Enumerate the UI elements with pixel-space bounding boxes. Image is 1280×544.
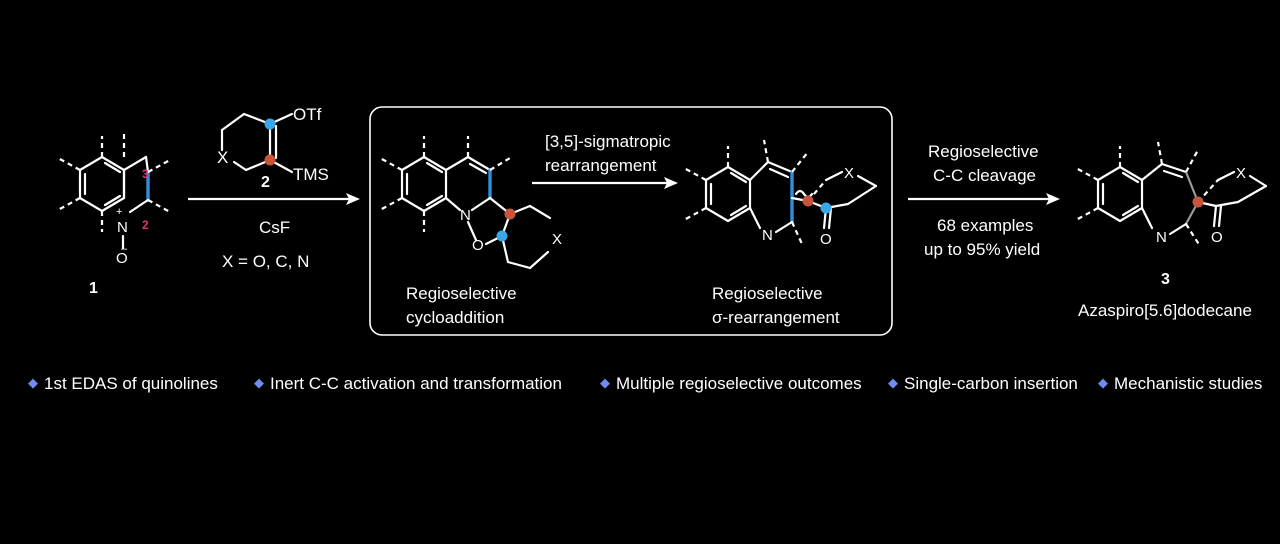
compound-1-oxygen: O <box>116 250 128 267</box>
compound-1-structure: N + O – 3 2 <box>57 134 171 267</box>
compound-1-label: 1 <box>89 280 98 297</box>
step2-label-line1: Regioselective <box>712 284 823 303</box>
highlight-item: ◆Single-carbon insertion <box>888 374 1078 393</box>
intermediate-orange-dot <box>802 195 814 207</box>
intermediate-box <box>369 106 893 336</box>
arrow3-line2: C-C cleavage <box>933 166 1036 185</box>
cycloadduct-structure <box>379 136 552 270</box>
reagent-otf: OTf <box>293 105 322 124</box>
product-x: X <box>1236 165 1246 182</box>
reagent-2-label: 2 <box>261 174 270 191</box>
compound-1-charge: + <box>116 206 122 218</box>
cycloadduct-o: O <box>472 237 484 254</box>
arrow2-line2: rearrangement <box>545 156 657 175</box>
diamond-bullet-icon: ◆ <box>888 375 898 390</box>
cycloadduct-x: X <box>552 231 562 248</box>
rearranged-intermediate-structure <box>683 139 878 245</box>
cycloadduct-n: N <box>460 207 471 224</box>
intermediate-blue-dot <box>820 202 832 214</box>
arrow2-line1: [3,5]-sigmatropic <box>545 132 671 151</box>
diamond-bullet-icon: ◆ <box>28 375 38 390</box>
product-3-label: 3 <box>1161 271 1170 288</box>
reagent-x: X <box>217 148 228 167</box>
compound-1-oxygen-charge: – <box>121 243 128 255</box>
arrow3-line4: up to 95% yield <box>924 240 1040 259</box>
cycloadduct-orange-dot <box>504 208 516 220</box>
compound-1-nitrogen: N <box>117 219 128 236</box>
arrow-3-head <box>1046 193 1060 205</box>
position-3-label: 3 <box>142 167 149 181</box>
reagent-orange-dot <box>264 154 276 166</box>
product-3-structure <box>1075 141 1268 247</box>
diamond-bullet-icon: ◆ <box>254 375 264 390</box>
product-o: O <box>1211 229 1223 246</box>
cycloadduct-blue-dot <box>496 230 508 242</box>
reagent-blue-dot <box>264 118 276 130</box>
reagent-2-structure <box>220 112 294 174</box>
arrow3-line3: 68 examples <box>937 216 1033 235</box>
step1-label-line1: Regioselective <box>406 284 517 303</box>
arrow-2-head <box>664 177 678 189</box>
intermediate-n: N <box>762 227 773 244</box>
highlights-row: ◆1st EDAS of quinolines ◆Inert C-C activ… <box>0 374 1280 404</box>
arrow3-line1: Regioselective <box>928 142 1039 161</box>
step1-label-line2: cycloaddition <box>406 308 504 327</box>
position-2-label: 2 <box>142 218 149 232</box>
diamond-bullet-icon: ◆ <box>600 375 610 390</box>
product-orange-dot <box>1192 196 1204 208</box>
highlight-item: ◆Mechanistic studies <box>1098 374 1263 393</box>
step2-label-line2: σ-rearrangement <box>712 308 840 327</box>
highlight-item: ◆Inert C-C activation and transformation <box>254 374 562 393</box>
intermediate-o: O <box>820 231 832 248</box>
reagent-csf: CsF <box>259 218 290 237</box>
reagent-tms: TMS <box>293 165 329 184</box>
product-n: N <box>1156 229 1167 246</box>
highlight-item: ◆Multiple regioselective outcomes <box>600 374 862 393</box>
product-name: Azaspiro[5.6]dodecane <box>1078 301 1252 320</box>
highlight-item: ◆1st EDAS of quinolines <box>28 374 218 393</box>
arrow-1-head <box>346 193 360 205</box>
reagent-x-values: X = O, C, N <box>222 252 309 271</box>
intermediate-x: X <box>844 165 854 182</box>
diamond-bullet-icon: ◆ <box>1098 375 1108 390</box>
